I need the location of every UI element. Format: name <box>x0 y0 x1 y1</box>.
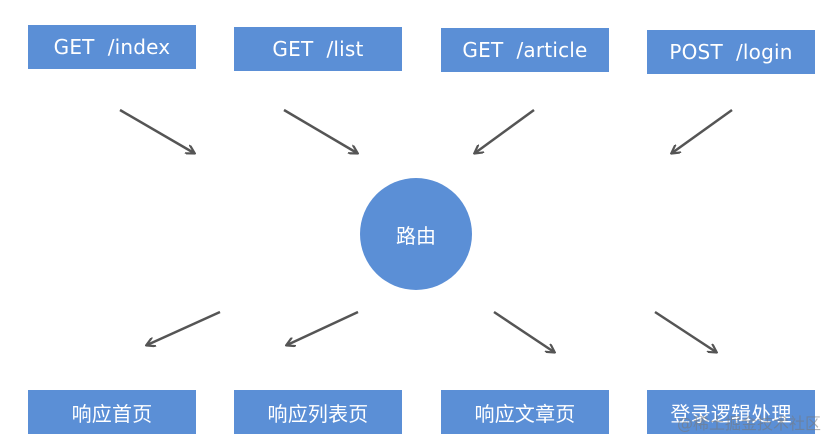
arrow-router-to-home <box>147 310 221 345</box>
request-box-get-article: GET /article <box>441 28 609 72</box>
arrow-login-to-router <box>672 108 733 153</box>
request-box-get-index: GET /index <box>28 25 196 69</box>
watermark: @稀土掘金技术社区 <box>676 414 821 433</box>
arrow-list-to-router <box>283 108 357 153</box>
router-node: 路由 <box>360 178 472 290</box>
arrow-article-to-router <box>475 108 535 153</box>
arrow-router-to-article <box>493 310 554 352</box>
response-box-home: 响应首页 <box>28 390 196 434</box>
arrow-index-to-router <box>119 108 194 153</box>
response-box-login: 登录逻辑处理 <box>647 390 815 434</box>
router-label: 路由 <box>396 223 436 248</box>
arrow-router-to-login <box>654 310 716 352</box>
arrow-router-to-list <box>287 310 359 345</box>
request-box-get-list: GET /list <box>234 27 402 71</box>
response-box-list: 响应列表页 <box>234 390 402 434</box>
response-box-article: 响应文章页 <box>441 390 609 434</box>
request-box-post-login: POST /login <box>647 30 815 74</box>
